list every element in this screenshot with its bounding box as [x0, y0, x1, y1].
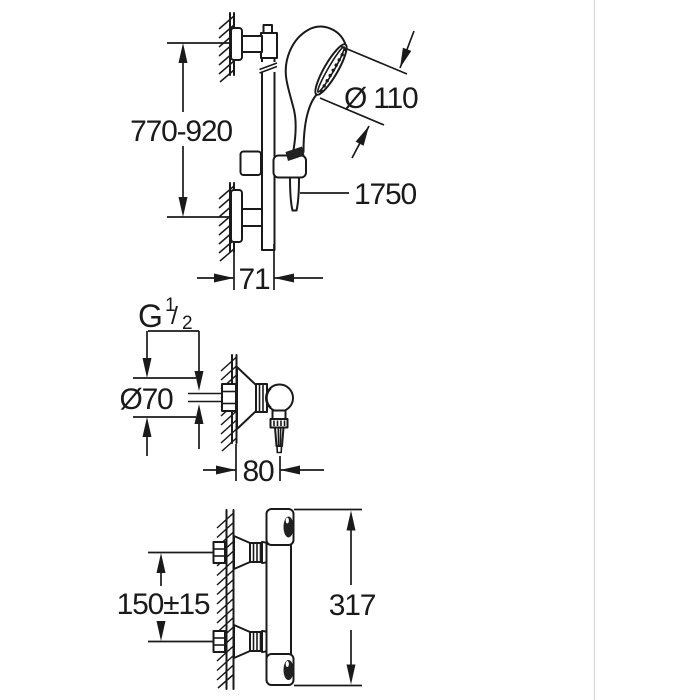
wall-bracket-upper — [230, 27, 243, 61]
escutcheon-cone — [236, 366, 257, 430]
dim-overall-width: 317 — [294, 508, 377, 687]
dim-hose-length-label: 1750 — [354, 178, 416, 211]
spray-nozzles — [319, 47, 347, 93]
dim-inlet-spacing: 150±15 — [117, 551, 214, 643]
mixer-front-view: 150±15 317 — [117, 508, 377, 690]
dim-rail-height-label: 770-920 — [130, 115, 232, 148]
thread-label-slash: / — [171, 302, 178, 330]
dim-hose-length: 1750 — [300, 178, 418, 211]
shower-rail — [230, 24, 278, 251]
handle-end-cap — [285, 146, 305, 161]
shower-rail-set-view: 770-920 Ø 110 1750 71 — [130, 12, 419, 296]
dim-projection: 80 — [203, 444, 324, 488]
shower-hose — [289, 176, 300, 212]
dim-escutcheon-diameter: Ø70 — [119, 331, 196, 456]
rail-slider-knob — [239, 150, 262, 176]
dim-overall-width-label: 317 — [329, 589, 376, 622]
dim-escutcheon-diameter-label: Ø70 — [119, 383, 173, 416]
dim-wall-distance: 71 — [197, 244, 323, 296]
dim-projection-label: 80 — [243, 455, 274, 488]
mixer-body — [265, 508, 295, 686]
threaded-ring — [255, 383, 268, 413]
thread-label-denominator: 2 — [182, 313, 193, 334]
valve-side-view: G 1 / 2 Ø70 80 — [119, 295, 324, 488]
hand-shower — [284, 25, 348, 153]
hose-outlet — [269, 409, 289, 454]
thread-label-numerator: 1 — [165, 295, 176, 316]
dim-head-diameter-label: Ø 110 — [344, 82, 418, 115]
dim-head-diameter: Ø 110 — [319, 30, 419, 159]
inlet-union-upper — [212, 535, 274, 570]
thread-label-g: G — [138, 298, 163, 334]
wall-bracket-lower — [230, 189, 243, 243]
wall-section-bottom — [216, 509, 235, 690]
dim-inlet-spacing-label: 150±15 — [117, 588, 210, 621]
dim-rail-height: 770-920 — [130, 42, 234, 218]
spray-face — [314, 43, 348, 96]
dim-thread-size: G 1 / 2 — [138, 295, 204, 449]
inlet-union-lower — [212, 624, 274, 659]
dim-wall-distance-label: 71 — [239, 263, 270, 296]
hex-nut — [221, 383, 237, 412]
